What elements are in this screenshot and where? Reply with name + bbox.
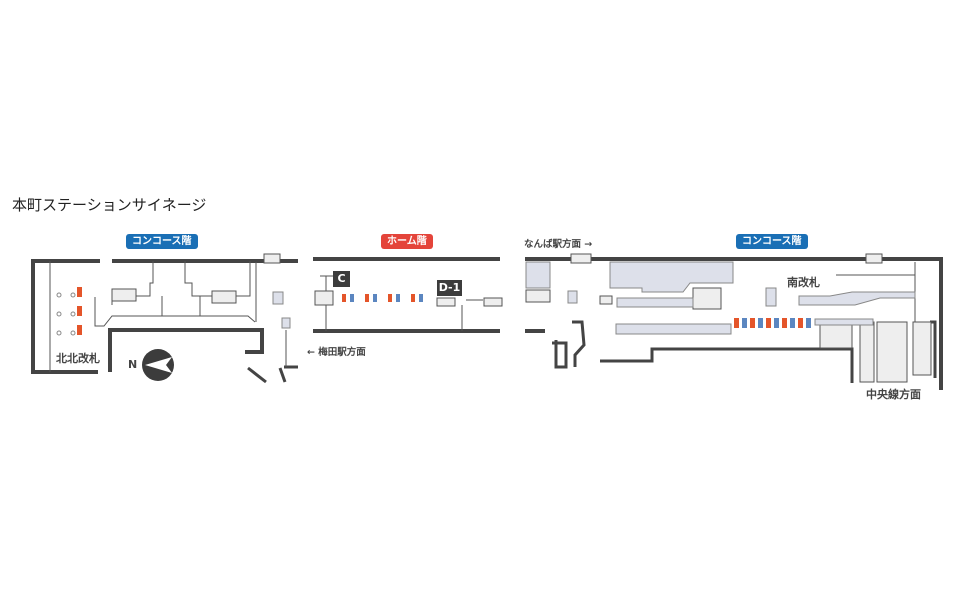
wall	[31, 259, 100, 374]
stairs	[876, 321, 908, 383]
wall	[247, 366, 267, 384]
north-north-gate-label: 北北改札	[56, 352, 100, 365]
wall	[108, 328, 264, 372]
escalator	[859, 321, 875, 383]
stairs	[314, 290, 334, 306]
gate	[77, 306, 82, 316]
stairs	[211, 290, 237, 304]
structure	[798, 291, 916, 306]
exit-sign-d1: D-1	[437, 280, 462, 296]
page-title: 本町ステーションサイネージ	[12, 196, 207, 214]
wall	[278, 367, 287, 383]
stairs	[483, 297, 503, 307]
concourse-floor-badge-left: コンコース階	[126, 234, 198, 249]
chuo-line-direction-label: 中央線方面	[866, 388, 921, 401]
stairs	[865, 253, 883, 264]
stairs	[599, 295, 613, 305]
compass-icon	[142, 349, 174, 381]
structure	[616, 297, 694, 308]
stairs	[111, 288, 137, 302]
stairs	[525, 289, 551, 303]
structure	[567, 290, 578, 304]
structure	[609, 261, 734, 293]
stairs	[819, 321, 853, 349]
namba-direction-label: なんば駅方面 →	[524, 239, 593, 250]
stairs	[436, 297, 456, 307]
wall	[552, 340, 568, 369]
gate	[77, 325, 82, 335]
stairs	[263, 253, 281, 264]
south-gate-label: 南改札	[787, 276, 820, 289]
wall	[525, 257, 943, 390]
wall	[572, 320, 586, 367]
structure	[615, 323, 732, 335]
structure	[525, 261, 551, 289]
gate	[77, 287, 82, 297]
wall	[600, 347, 854, 383]
platform-floor-badge: ホーム階	[381, 234, 433, 249]
concourse-floor-badge-right: コンコース階	[736, 234, 808, 249]
south-ticket-gates	[734, 318, 811, 328]
platform-doors	[342, 294, 423, 302]
structure	[765, 287, 777, 307]
umeda-direction-label: ← 梅田駅方面	[307, 347, 366, 358]
stairs	[692, 287, 722, 310]
structure	[281, 317, 291, 329]
compass-north-label: N	[128, 358, 138, 371]
stairs	[570, 253, 592, 264]
ticket-gates-north	[77, 287, 82, 335]
escalator	[912, 321, 932, 376]
structure	[814, 318, 874, 326]
exit-sign-c: C	[333, 271, 350, 287]
wall	[930, 320, 937, 378]
structure	[272, 291, 284, 305]
